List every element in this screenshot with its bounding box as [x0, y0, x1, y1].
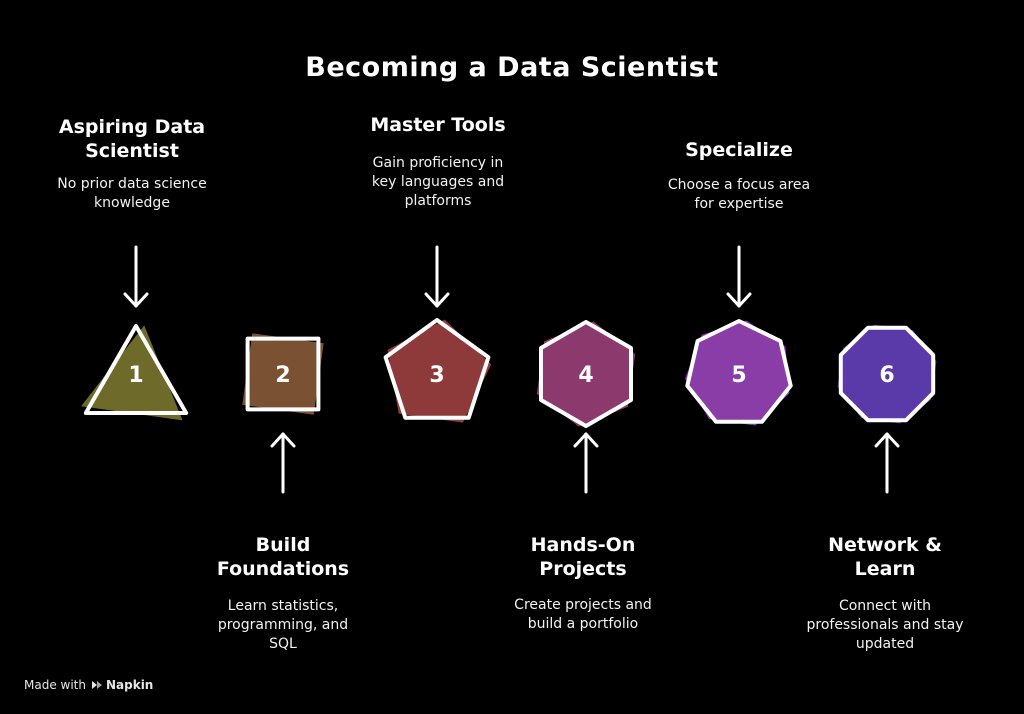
step-3-desc-line-2: key languages and	[371, 174, 505, 190]
step-4-title-line-1: Hands-On	[530, 534, 636, 556]
step-5-description: Choose a focus area for expertise	[639, 176, 839, 214]
step-6-description: Connect with professionals and stay upda…	[785, 597, 985, 654]
step-6-octagon-fill	[837, 324, 937, 424]
step-6-shape-group: 6	[837, 324, 937, 494]
step-2-number: 2	[275, 363, 290, 388]
step-4-description: Create projects and build a portfolio	[483, 596, 683, 634]
step-3-pentagon-outline	[383, 318, 491, 420]
step-2-square-fill	[242, 333, 324, 415]
step-4-number: 4	[578, 363, 593, 388]
step-1-desc-line-2: knowledge	[94, 195, 170, 211]
step-5-desc-line-2: for expertise	[694, 196, 784, 212]
step-3-shape-group: 3	[383, 245, 492, 423]
step-2-arrow-up	[270, 432, 296, 494]
step-2-desc-line-3: SQL	[269, 636, 297, 652]
footer: Made with Napkin	[24, 678, 153, 692]
step-3-title: Master Tools	[323, 113, 553, 137]
step-6-title-line-2: Learn	[854, 558, 916, 580]
step-4-title: Hands-On Projects	[468, 533, 698, 581]
step-3-desc-line-3: platforms	[404, 193, 472, 209]
step-5-title-line-1: Specialize	[685, 139, 793, 161]
step-5-title: Specialize	[624, 138, 854, 162]
step-2-title: Build Foundations	[168, 533, 398, 581]
footer-brand[interactable]: Napkin	[91, 678, 153, 692]
step-5-desc-line-1: Choose a focus area	[667, 177, 811, 193]
step-2-shape-group: 2	[242, 333, 324, 494]
step-5-arrow-down	[726, 245, 752, 308]
step-1-arrow-down	[123, 245, 149, 308]
step-2-description: Learn statistics, programming, and SQL	[183, 597, 383, 654]
step-1-triangle-fill	[81, 325, 183, 421]
step-1-desc-line-1: No prior data science	[57, 176, 207, 192]
step-3-number: 3	[429, 363, 444, 388]
step-1-number: 1	[128, 363, 143, 388]
step-5-shape-group: 5	[685, 245, 793, 426]
step-3-desc-line-1: Gain proficiency in	[372, 155, 504, 171]
step-6-number: 6	[879, 363, 894, 388]
diagram-title: Becoming a Data Scientist	[305, 52, 719, 83]
step-6-desc-line-2: professionals and stay	[806, 617, 964, 633]
step-1-description: No prior data science knowledge	[32, 175, 232, 213]
step-3-description: Gain proficiency in key languages and pl…	[338, 154, 538, 211]
step-6-title: Network & Learn	[770, 533, 1000, 581]
step-4-desc-line-2: build a portfolio	[527, 616, 639, 632]
step-1-title: Aspiring Data Scientist	[17, 115, 247, 163]
step-2-desc-line-2: programming, and	[217, 617, 349, 633]
step-6-arrow-up	[874, 432, 900, 494]
step-4-arrow-up	[573, 432, 599, 494]
step-3-arrow-down	[424, 245, 450, 308]
step-4-title-line-2: Projects	[539, 558, 627, 580]
footer-brand-label: Napkin	[105, 678, 154, 692]
step-2-title-line-2: Foundations	[216, 558, 350, 580]
napkin-logo-icon	[91, 681, 102, 689]
step-3-pentagon-fill	[387, 319, 492, 423]
step-1-triangle-outline	[83, 324, 189, 415]
step-5-heptagon-fill	[685, 320, 790, 426]
step-2-title-line-1: Build	[255, 534, 311, 556]
step-1-title-line-2: Scientist	[85, 140, 179, 162]
step-6-desc-line-3: updated	[855, 636, 915, 652]
step-4-hexagon-fill	[536, 321, 636, 427]
step-2-desc-line-1: Learn statistics,	[227, 598, 339, 614]
footer-prefix: Made with	[24, 678, 86, 692]
step-5-heptagon-outline	[685, 319, 793, 424]
step-4-shape-group: 4	[536, 320, 636, 494]
step-3-title-line-1: Master Tools	[370, 114, 506, 136]
step-2-square-outline	[245, 336, 321, 412]
step-1-shape-group: 1	[81, 245, 189, 421]
step-6-octagon-outline	[838, 325, 936, 423]
step-4-hexagon-outline	[539, 320, 633, 428]
step-5-number: 5	[731, 363, 746, 388]
step-4-desc-line-1: Create projects and	[514, 597, 652, 613]
step-6-title-line-1: Network &	[828, 534, 942, 556]
step-1-title-line-1: Aspiring Data	[58, 116, 206, 138]
step-6-desc-line-1: Connect with	[838, 598, 932, 614]
